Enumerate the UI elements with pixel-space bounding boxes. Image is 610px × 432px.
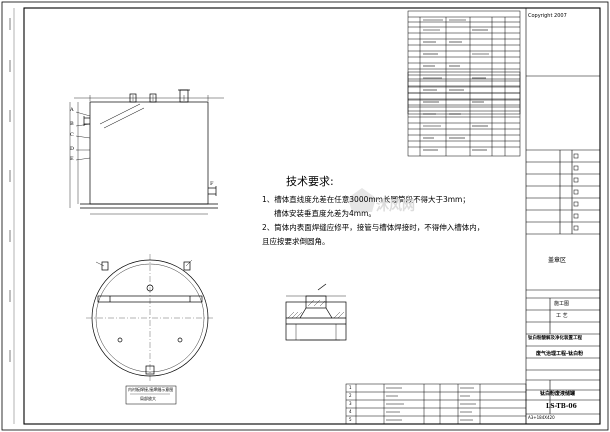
parts-row-3: 3 bbox=[349, 401, 352, 406]
drawing-name: 钛白粉废液储罐 bbox=[540, 391, 576, 397]
design-stage: 施工图 bbox=[554, 301, 570, 307]
stage-label: 工 艺 bbox=[556, 313, 568, 319]
copyright-text: Copyright 2007 bbox=[528, 13, 567, 19]
weld-detail bbox=[285, 283, 347, 341]
detail-subcaption: 局部放大 bbox=[140, 396, 156, 401]
leader-label-f: F bbox=[210, 181, 214, 187]
leader-label-c: C bbox=[70, 132, 74, 138]
top-dimension-ticks bbox=[74, 95, 224, 101]
requirement-line-4: 且应按要求倒圆角。 bbox=[262, 237, 330, 246]
spec-table-text-marks bbox=[423, 19, 489, 151]
leader-label-b: B bbox=[70, 121, 74, 127]
leader-label-e: E bbox=[70, 156, 74, 162]
nozzle-table bbox=[407, 71, 521, 115]
drawing-number: LS-TB-06 bbox=[546, 403, 577, 410]
detail-box bbox=[125, 385, 177, 405]
weld-dimension bbox=[286, 295, 346, 341]
requirement-line-2: 槽体安装垂直度允差为4mm。 bbox=[274, 209, 376, 218]
leader-label-a: A bbox=[70, 107, 74, 113]
weld-hatching bbox=[287, 299, 345, 319]
tank-elevation bbox=[69, 89, 218, 215]
watermark-logo bbox=[348, 188, 376, 212]
parts-list-text-marks bbox=[386, 387, 476, 421]
system-name: 废气治理工程-钛白粉 bbox=[536, 351, 584, 357]
stamp-area-label: 盖章区 bbox=[548, 257, 567, 264]
parts-row-2: 2 bbox=[349, 393, 352, 398]
detail-caption: 内衬板焊接,接焊缝示意图 bbox=[128, 387, 174, 392]
parts-row-1: 1 bbox=[349, 385, 352, 390]
approval-marks bbox=[573, 153, 579, 231]
plan-leaders bbox=[95, 259, 193, 267]
project-name: 钛白粉酸解及净化装置工程 bbox=[528, 336, 582, 341]
requirement-line-3: 2、筒体内表面焊缝应修平，接管与槽体焊接时，不得伸入槽体内， bbox=[262, 223, 485, 232]
requirement-line-1: 1、槽体直线度允差在任意3000mm长圆筒段不得大于3mm； bbox=[262, 195, 470, 204]
parts-row-4: 4 bbox=[349, 409, 352, 414]
binding-margin bbox=[9, 8, 15, 424]
right-block bbox=[525, 7, 601, 425]
parts-list-table bbox=[345, 383, 527, 425]
leader-lines bbox=[75, 111, 91, 161]
parts-row-5: 5 bbox=[349, 417, 352, 422]
watermark-text: 沐风网 bbox=[376, 199, 416, 214]
spec-table bbox=[407, 10, 521, 157]
sheet-footer: A3+184X420 bbox=[528, 415, 555, 420]
tank-plan-view bbox=[86, 254, 214, 382]
tech-requirements-title: 技术要求: bbox=[286, 175, 334, 188]
leader-label-d: D bbox=[70, 146, 75, 152]
